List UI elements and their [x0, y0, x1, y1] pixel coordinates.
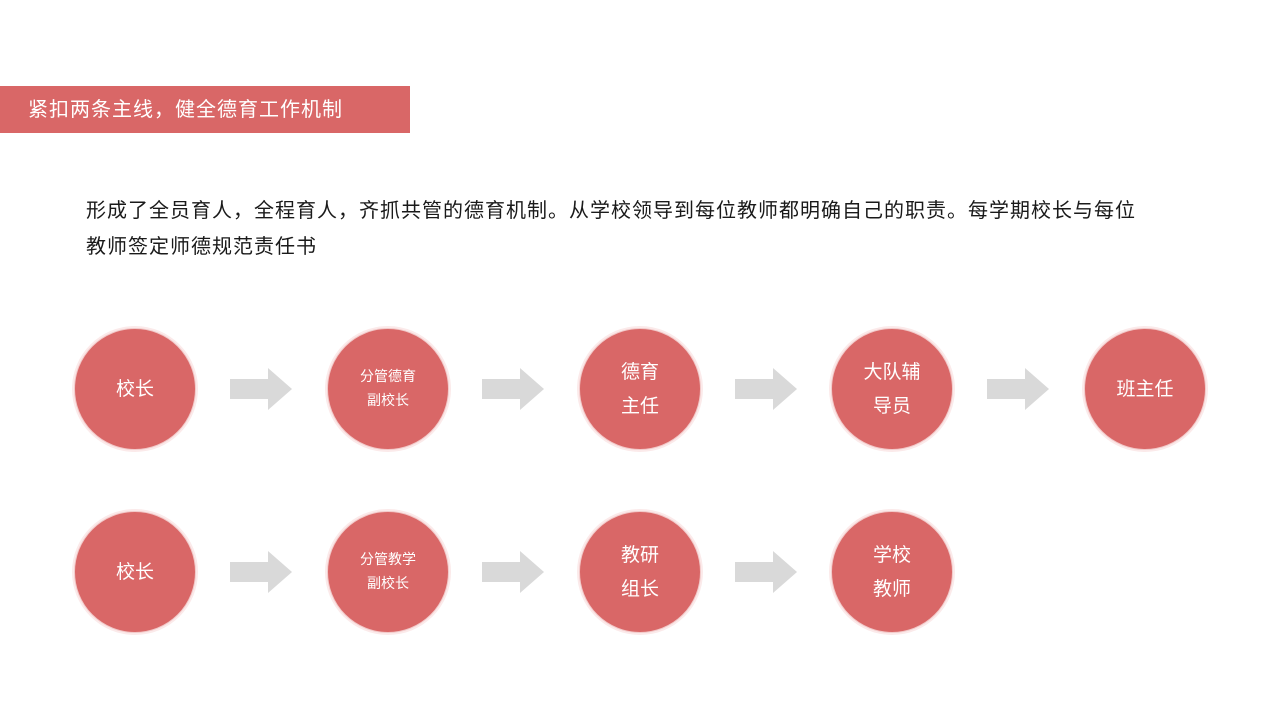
flow-node-label: 德育 主任 — [620, 361, 659, 417]
right-arrow-icon — [482, 368, 544, 410]
flow-node-research-group-leader: 教研 组长 — [579, 511, 701, 633]
flow-node-brigade-counselor: 大队辅 导员 — [831, 328, 953, 450]
right-arrow-icon — [987, 368, 1049, 410]
flow-node-label: 分管教学 副校长 — [360, 552, 416, 592]
right-arrow-icon — [735, 368, 797, 410]
right-arrow-icon — [482, 551, 544, 593]
flow-node-principal: 校长 — [74, 511, 196, 633]
flow-node-principal: 校长 — [74, 328, 196, 450]
flow-node-label: 教研 组长 — [620, 544, 659, 600]
flow-node-label: 分管德育 副校长 — [360, 369, 416, 409]
flow-node-moral-director: 德育 主任 — [579, 328, 701, 450]
right-arrow-icon — [230, 551, 292, 593]
intro-paragraph: 形成了全员育人，全程育人，齐抓共管的德育机制。从学校领导到每位教师都明确自己的职… — [86, 198, 1136, 258]
section-title: 紧扣两条主线，健全德育工作机制 — [0, 86, 410, 133]
flow-node-label: 班主任 — [1116, 378, 1174, 400]
flow-node-school-teachers: 学校 教师 — [831, 511, 953, 633]
moral-education-flow: 校长 分管德育 副校长 德育 主任 大队辅 导员 班主任 — [0, 328, 1280, 452]
flow-node-label: 校长 — [115, 561, 154, 583]
flow-node-vice-principal-moral: 分管德育 副校长 — [327, 328, 449, 450]
right-arrow-icon — [735, 551, 797, 593]
right-arrow-icon — [230, 368, 292, 410]
teaching-flow: 校长 分管教学 副校长 教研 组长 学校 教师 — [0, 511, 1280, 635]
flow-node-label: 学校 教师 — [872, 544, 911, 600]
flow-node-class-teacher: 班主任 — [1084, 328, 1206, 450]
flow-node-label: 大队辅 导员 — [863, 361, 921, 417]
flow-node-vice-principal-teaching: 分管教学 副校长 — [327, 511, 449, 633]
flow-node-label: 校长 — [115, 378, 154, 400]
